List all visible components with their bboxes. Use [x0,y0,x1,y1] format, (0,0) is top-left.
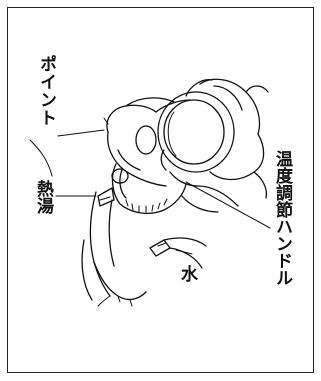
label-hot-water: 熱湯 [33,180,53,214]
faucet-body [106,97,191,215]
label-temperature-handle: 温度調節ハンドル [272,150,292,286]
label-point: ポイント [36,55,56,127]
label-water: 水 [177,265,197,282]
diagram-frame [7,7,314,373]
hand-outline [160,78,269,213]
leader-lines [29,117,271,255]
round-knob [157,91,235,173]
pipes [81,187,207,307]
